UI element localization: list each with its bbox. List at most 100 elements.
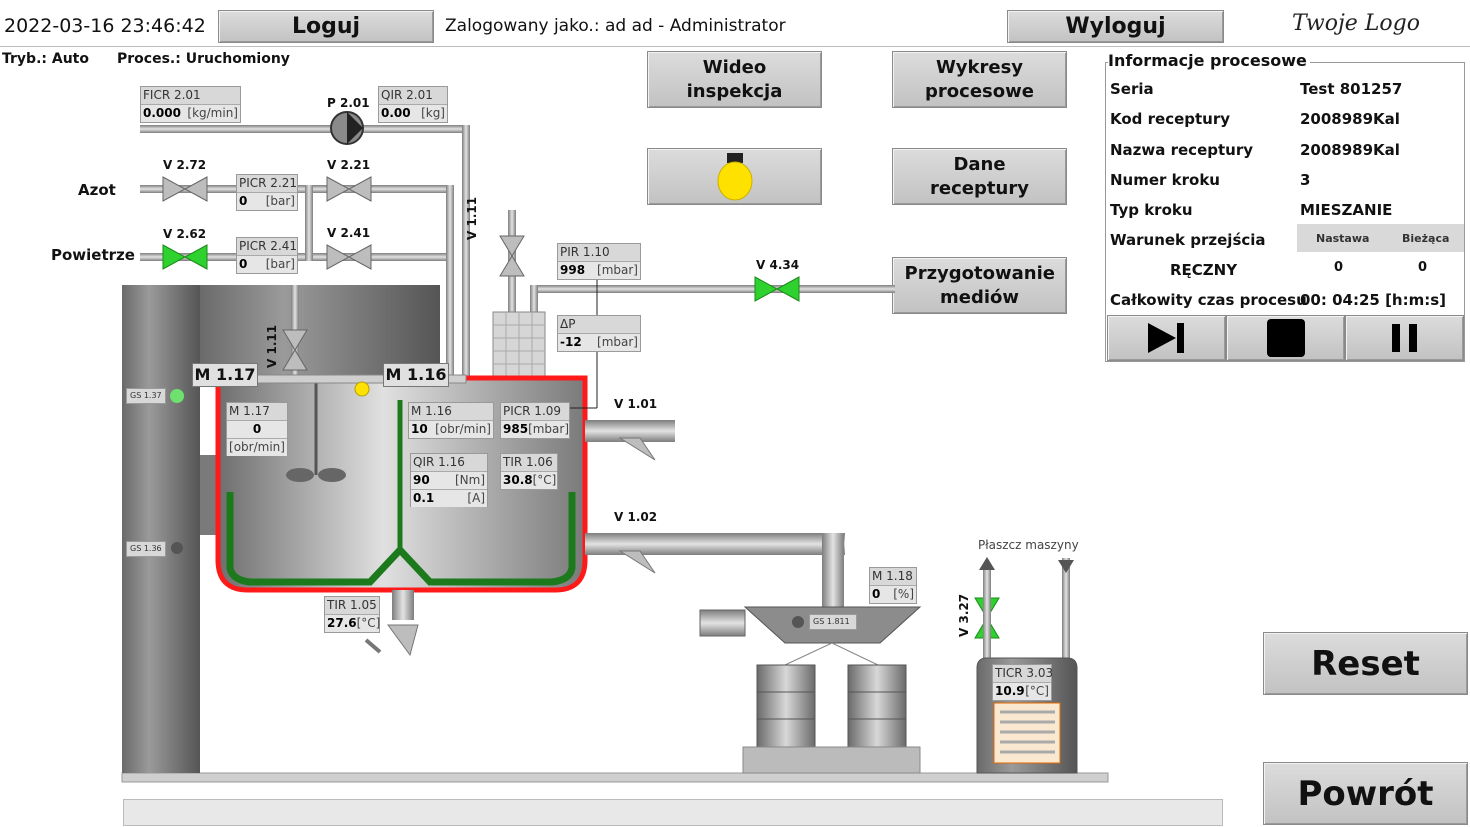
info-label: Seria bbox=[1110, 80, 1154, 98]
air-label: Powietrze bbox=[51, 246, 135, 264]
transition-label: Warunek przejścia bbox=[1110, 231, 1266, 249]
tag-value: 0.000 bbox=[143, 106, 181, 120]
tag-ticr303[interactable]: TICR 3.03 10.9[°C] bbox=[992, 664, 1054, 701]
lift-column bbox=[122, 285, 200, 773]
pause-icon bbox=[1391, 324, 1417, 352]
tag-name: PICR 2.41 bbox=[239, 239, 298, 253]
info-value: MIESZANIE bbox=[1300, 201, 1393, 219]
info-value: Test 801257 bbox=[1300, 80, 1403, 98]
info-label: Typ kroku bbox=[1110, 201, 1193, 219]
transition-type: RĘCZNY bbox=[1170, 261, 1238, 279]
valve-v434-label[interactable]: V 4.34 bbox=[756, 258, 800, 272]
tag-delta-p[interactable]: ΔP -12[mbar] bbox=[557, 315, 641, 352]
tag-unit: [bar] bbox=[265, 194, 295, 208]
total-time-value: 00: 04:25 [h:m:s] bbox=[1300, 291, 1447, 309]
tag-unit: [mbar] bbox=[597, 263, 638, 277]
tag-name: PICR 1.09 bbox=[503, 404, 562, 418]
tag-ficr201[interactable]: FICR 2.01 0.000 [kg/min] bbox=[140, 86, 241, 123]
tag-pir110[interactable]: PIR 1.10 998[mbar] bbox=[557, 243, 641, 280]
tag-m117[interactable]: M 1.17 0 [obr/min] bbox=[226, 402, 288, 456]
motor-m117-button[interactable]: M 1.17 bbox=[192, 363, 258, 387]
recipe-data-button[interactable]: Dane receptury bbox=[892, 148, 1067, 205]
tag-m116[interactable]: M 1.16 10[obr/min] bbox=[408, 402, 494, 439]
valve-v327-label[interactable]: V 3.27 bbox=[957, 593, 971, 637]
valve-v111-label[interactable]: V 1.11 bbox=[465, 196, 479, 240]
back-button[interactable]: Powrót bbox=[1263, 762, 1468, 825]
next-step-button[interactable] bbox=[1107, 315, 1226, 361]
tag-name: TICR 3.03 bbox=[995, 666, 1054, 680]
tag-name: FICR 2.01 bbox=[143, 88, 201, 102]
video-inspection-label: Wideo inspekcja bbox=[686, 56, 783, 102]
stop-button[interactable] bbox=[1226, 315, 1345, 361]
tag-value: -12 bbox=[560, 335, 582, 349]
tag-unit: [°C] bbox=[1025, 684, 1049, 698]
tag-value: 30.8 bbox=[503, 473, 533, 487]
tag-name: PICR 2.21 bbox=[239, 176, 298, 190]
motor-m116-button[interactable]: M 1.16 bbox=[383, 363, 449, 387]
tag-tir106[interactable]: TIR 1.06 30.8[°C] bbox=[500, 453, 558, 490]
info-row-recipe-name: Nazwa receptury 2008989Kal bbox=[1110, 141, 1465, 159]
info-row-transition: Warunek przejścia bbox=[1110, 231, 1465, 249]
tag-unit: [kg/min] bbox=[187, 106, 238, 120]
datetime: 2022-03-16 23:46:42 bbox=[4, 15, 206, 37]
info-row-total-time: Całkowity czas procesu 00: 04:25 [h:m:s] bbox=[1110, 291, 1465, 309]
tag-picr221[interactable]: PICR 2.21 0[bar] bbox=[236, 174, 298, 211]
process-charts-label: Wykresy procesowe bbox=[925, 56, 1034, 102]
pump-p201-label[interactable]: P 2.01 bbox=[327, 96, 370, 110]
tag-unit: [kg] bbox=[421, 106, 445, 120]
column-bracket bbox=[200, 455, 218, 535]
reset-button[interactable]: Reset bbox=[1263, 632, 1468, 695]
info-label: Numer kroku bbox=[1110, 171, 1220, 189]
gs136-indicator bbox=[171, 542, 183, 554]
skip-next-icon bbox=[1147, 323, 1184, 353]
tag-name: M 1.17 bbox=[229, 404, 270, 418]
tag-unit: [bar] bbox=[265, 257, 295, 271]
total-time-label: Całkowity czas procesu bbox=[1110, 291, 1307, 309]
tag-name: QIR 1.16 bbox=[413, 455, 465, 469]
tag-picr241[interactable]: PICR 2.41 0[bar] bbox=[236, 237, 298, 274]
message-bar bbox=[123, 799, 1223, 826]
process-charts-button[interactable]: Wykresy procesowe bbox=[892, 51, 1067, 108]
tag-value: 27.6 bbox=[327, 616, 357, 630]
stop-icon bbox=[1266, 319, 1305, 357]
tag-unit: [Nm] bbox=[454, 473, 485, 487]
tag-picr109[interactable]: PICR 1.09 985[mbar] bbox=[500, 402, 570, 439]
sensor-gs1811-label: GS 1.811 bbox=[813, 617, 850, 626]
sensor-gs1811: GS 1.811 bbox=[809, 614, 857, 630]
tag-value: 90 bbox=[413, 473, 430, 487]
mode-status: Tryb.: Auto bbox=[2, 51, 89, 67]
info-value: 2008989Kal bbox=[1300, 141, 1400, 159]
tag-name: TIR 1.05 bbox=[327, 598, 377, 612]
nitrogen-label: Azot bbox=[78, 181, 116, 199]
tag-name: TIR 1.06 bbox=[503, 455, 553, 469]
info-row-recipe-code: Kod receptury 2008989Kal bbox=[1110, 110, 1465, 128]
tag-m118[interactable]: M 1.18 0[%] bbox=[869, 567, 917, 604]
media-prep-label: Przygotowanie mediów bbox=[904, 262, 1055, 308]
video-inspection-button[interactable]: Wideo inspekcja bbox=[647, 51, 822, 108]
current-value: 0 bbox=[1418, 260, 1428, 275]
sensor-gs137-label: GS 1.37 bbox=[130, 391, 162, 400]
gs137-indicator bbox=[170, 389, 184, 403]
logout-button[interactable]: Wyloguj bbox=[1007, 10, 1224, 43]
valve-v111-hood-label[interactable]: V 1.11 bbox=[265, 324, 279, 368]
tag-tir105[interactable]: TIR 1.05 27.6[°C] bbox=[324, 596, 380, 633]
valve-v262-label[interactable]: V 2.62 bbox=[163, 227, 207, 241]
tag-unit: [°C] bbox=[532, 473, 557, 487]
valve-v221-label[interactable]: V 2.21 bbox=[327, 158, 371, 172]
tag-qir116[interactable]: QIR 1.16 90[Nm] 0.1[A] bbox=[410, 453, 488, 507]
tag-qir201[interactable]: QIR 2.01 0.00[kg] bbox=[378, 86, 448, 123]
valve-v101-label[interactable]: V 1.01 bbox=[614, 397, 658, 411]
valve-v241-label[interactable]: V 2.41 bbox=[327, 226, 371, 240]
tag-name: PIR 1.10 bbox=[560, 245, 610, 259]
header-divider bbox=[0, 46, 1470, 47]
lamp-button[interactable] bbox=[647, 148, 822, 205]
login-button[interactable]: Loguj bbox=[218, 10, 434, 43]
media-prep-button[interactable]: Przygotowanie mediów bbox=[892, 257, 1067, 314]
tag-value: 10.9 bbox=[995, 684, 1025, 698]
info-label: Nazwa receptury bbox=[1110, 141, 1254, 159]
valve-v272-label[interactable]: V 2.72 bbox=[163, 158, 207, 172]
valve-v102-label[interactable]: V 1.02 bbox=[614, 510, 658, 524]
tag-unit: [°C] bbox=[356, 616, 381, 630]
tag-name: ΔP bbox=[560, 317, 576, 331]
pause-button[interactable] bbox=[1345, 315, 1464, 361]
